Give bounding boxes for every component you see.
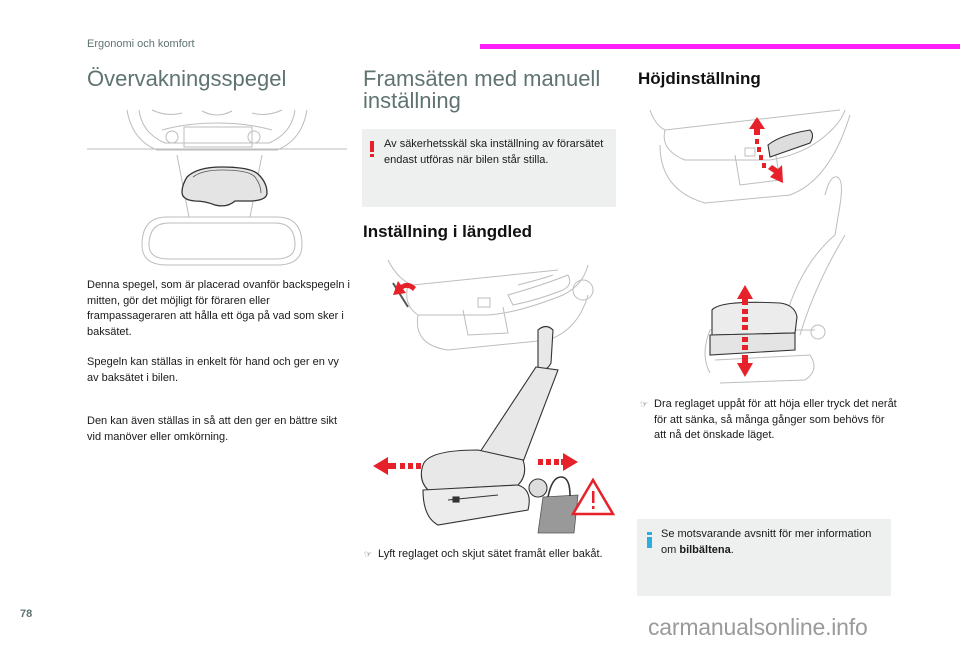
info-text-before: Se motsvarande avsnitt för mer informati… xyxy=(661,528,872,556)
info-icon xyxy=(647,532,652,548)
watermark: carmanualsonline.info xyxy=(648,614,868,640)
warning-box: Av säkerhetsskäl ska inställning av föra… xyxy=(362,129,616,207)
conversation-mirror-illustration xyxy=(87,109,347,266)
section-label: Ergonomi och komfort xyxy=(87,38,195,50)
page-number: 78 xyxy=(20,608,33,620)
seat-height-adjustment-illustration xyxy=(649,109,851,384)
pointing-hand-icon: ☞ xyxy=(364,549,373,559)
seat-belts-reference: bilbältena xyxy=(679,543,731,556)
longitudinal-subtitle: Inställning i längdled xyxy=(363,222,533,241)
mirror-description-1: Denna spegel, som är placerad ovanför ba… xyxy=(87,279,350,338)
front-seats-title-line2: inställning xyxy=(363,88,461,113)
warning-icon xyxy=(370,141,374,157)
seat-longitudinal-adjustment-illustration xyxy=(373,259,616,534)
height-adjustment-title: Höjdinställning xyxy=(638,69,761,88)
mirror-description-2: Spegeln kan ställas in enkelt för hand o… xyxy=(87,356,339,384)
info-text-after: . xyxy=(730,543,734,556)
front-seats-title-line1: Framsäten med manuell xyxy=(363,66,601,91)
mirror-description-3: Den kan även ställas in så att den ger e… xyxy=(87,415,338,443)
longitudinal-instruction-text: Lyft reglaget och skjut sätet framåt ell… xyxy=(378,548,603,560)
warning-text: Av säkerhetsskäl ska inställning av föra… xyxy=(384,138,604,166)
height-instruction-text: Dra reglaget uppåt för att höja eller tr… xyxy=(654,398,897,441)
pointing-hand-icon: ☞ xyxy=(640,399,649,409)
accent-bar xyxy=(480,44,960,49)
mirror-title: Övervakningsspegel xyxy=(87,66,287,91)
info-box: Se motsvarande avsnitt för mer informati… xyxy=(637,519,891,596)
info-text: Se motsvarande avsnitt för mer informati… xyxy=(661,527,881,558)
